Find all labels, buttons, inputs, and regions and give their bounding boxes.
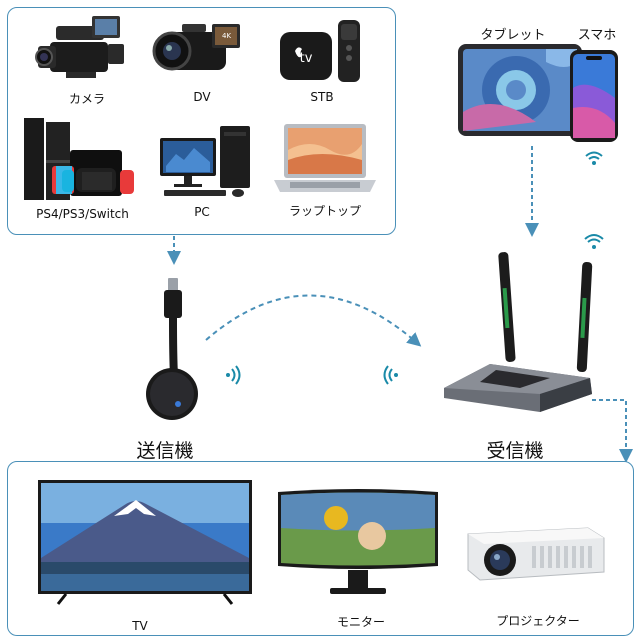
output-label-projector: プロジェクター xyxy=(496,614,580,628)
tablet-label: タブレット xyxy=(480,28,546,43)
game-console-icon xyxy=(24,118,134,200)
wifi-icon xyxy=(585,151,603,165)
laptop-icon xyxy=(274,124,376,192)
source-label-stb: STB xyxy=(310,90,334,104)
projector-icon xyxy=(467,527,605,581)
smartphone-icon xyxy=(570,50,618,142)
phone-label: スマホ xyxy=(577,28,617,43)
source-label-pc: PC xyxy=(194,205,210,219)
desktop-pc-icon xyxy=(160,126,250,197)
tv-icon xyxy=(38,480,252,605)
source-label-dv: DV xyxy=(193,90,211,104)
wifi-signal-icon xyxy=(383,365,398,385)
dv-camera-icon: 4K xyxy=(152,24,240,71)
receiver-box-icon xyxy=(444,252,593,412)
source-label-game-consoles: PS4/PS3/Switch xyxy=(36,207,129,221)
wifi-signal-icon xyxy=(226,365,241,385)
output-label-monitor: モニター xyxy=(336,615,385,629)
svg-text:tv: tv xyxy=(300,51,313,66)
svg-text:4K: 4K xyxy=(222,32,231,40)
transmitter-dongle-icon xyxy=(146,278,198,420)
tablet-icon xyxy=(458,44,582,136)
receiver-label: 受信機 xyxy=(486,440,544,462)
transmitter-label: 送信機 xyxy=(136,440,194,462)
source-label-laptop: ラップトップ xyxy=(288,204,361,218)
source-label-camera: カメラ xyxy=(68,92,105,106)
wifi-icon xyxy=(584,234,604,249)
output-label-tv: TV xyxy=(132,619,148,633)
set-top-box-icon: tv xyxy=(280,20,360,82)
camcorder-icon xyxy=(35,16,124,78)
monitor-icon xyxy=(278,489,438,594)
